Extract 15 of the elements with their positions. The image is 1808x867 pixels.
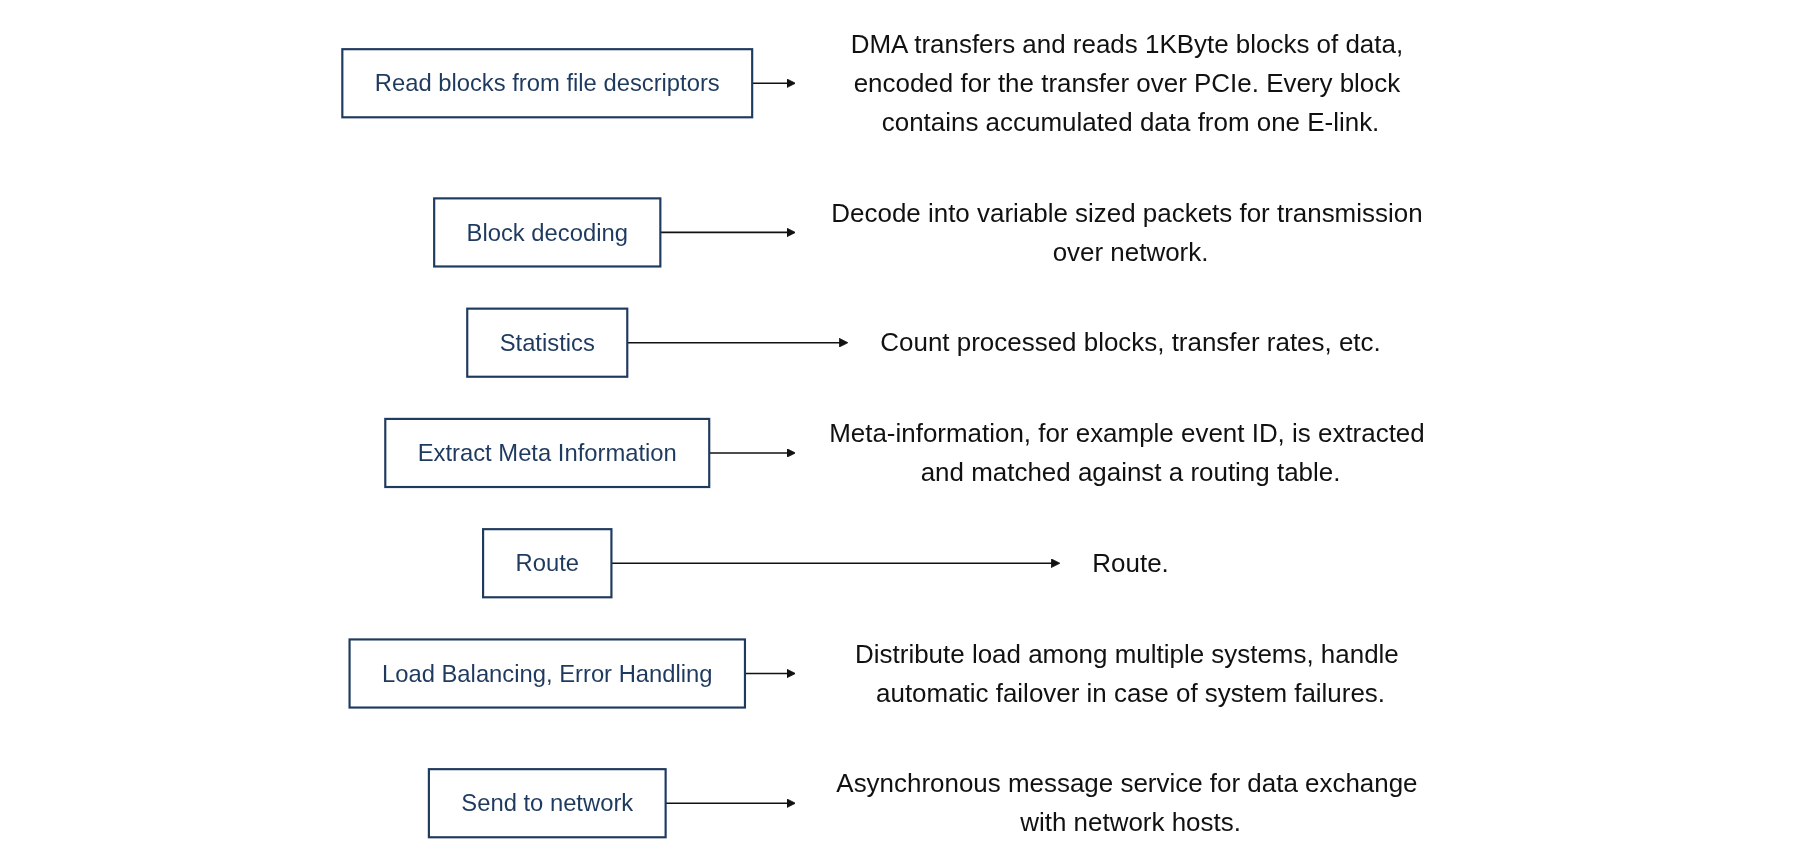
- node-text: Distribute load among multiple systems, handle automatic failover in case of system failures.: [855, 638, 1399, 708]
- node-text: DMA transfers and reads 1KByte blocks of data, encoded for the transfer over PCIe. Every block contains accumulated data from one E-link.: [850, 29, 1404, 137]
- node-box: Block decoding: [433, 197, 662, 268]
- node-text: Asynchronous message service for data exchange with network hosts.: [836, 768, 1418, 837]
- node-text: Meta-information, for example event ID, is extracted and matched against a routing table.: [829, 418, 1425, 487]
- node-text: Route.: [1092, 548, 1169, 578]
- node-box: Statistics: [466, 307, 629, 378]
- arrow: [744, 668, 796, 679]
- node-box: Load Balancing, Error Handling: [348, 638, 747, 709]
- node-box: Read blocks from file descriptors: [341, 48, 754, 119]
- node-text: Decode into variable sized packets for transmission over network.: [831, 197, 1423, 266]
- node-box: Extract Meta Information: [384, 417, 711, 489]
- node-text: Count processed blocks, transfer rates, etc.: [880, 327, 1381, 357]
- node-box: Route: [482, 528, 613, 599]
- node-box: Send to network: [427, 768, 667, 839]
